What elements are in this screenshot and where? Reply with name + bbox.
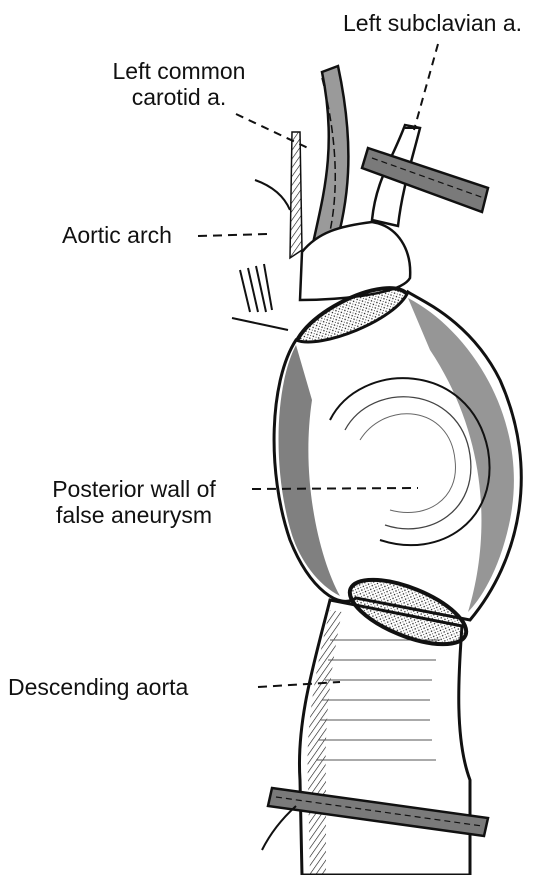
label-posterior-wall-line1: Posterior wall of bbox=[18, 476, 250, 502]
label-posterior-wall: Posterior wall of false aneurysm bbox=[18, 476, 250, 528]
leader-left-subclavian bbox=[414, 44, 438, 130]
label-descending-aorta: Descending aorta bbox=[8, 674, 188, 700]
label-posterior-wall-line2: false aneurysm bbox=[18, 502, 250, 528]
label-left-common-carotid: Left common carotid a. bbox=[86, 58, 272, 110]
aortic-arch-stub bbox=[232, 132, 302, 330]
leader-aortic-arch bbox=[198, 234, 268, 236]
label-left-common-carotid-line1: Left common bbox=[86, 58, 272, 84]
left-common-carotid-artery bbox=[312, 66, 348, 252]
false-aneurysm-sac bbox=[274, 292, 521, 620]
label-aortic-arch: Aortic arch bbox=[62, 222, 172, 248]
label-left-subclavian: Left subclavian a. bbox=[343, 10, 522, 36]
label-left-common-carotid-line2: carotid a. bbox=[86, 84, 272, 110]
